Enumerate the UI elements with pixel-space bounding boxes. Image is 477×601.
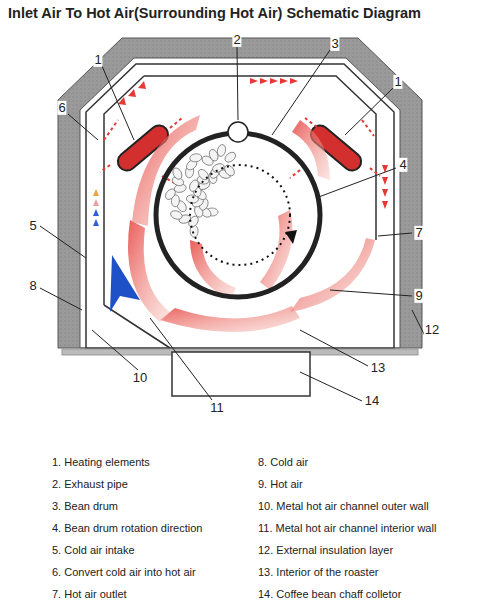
parts-list-item: 1. Heating elements <box>52 456 150 468</box>
diagram-title: Inlet Air To Hot Air(Surrounding Hot Air… <box>8 5 421 21</box>
callout-number: 1 <box>393 75 402 89</box>
parts-list-item: 9. Hot air <box>258 478 303 490</box>
parts-list-item: 6. Convert cold air into hot air <box>52 566 196 578</box>
callout-number: 6 <box>57 101 66 115</box>
callout-number: 7 <box>414 226 423 240</box>
coffee-bean <box>216 144 227 158</box>
parts-list-item: 12. External insulation layer <box>258 544 393 556</box>
coffee-bean <box>171 166 184 180</box>
parts-list-item: 8. Cold air <box>258 456 308 468</box>
callout-number: 14 <box>364 394 380 408</box>
callout-number: 11 <box>209 401 225 415</box>
coffee-bean <box>196 167 210 181</box>
callout-number: 12 <box>424 323 440 337</box>
callout-number: 3 <box>330 37 339 51</box>
callout-number: 10 <box>132 371 148 385</box>
callout-number: 4 <box>398 158 407 172</box>
coffee-bean <box>189 153 202 162</box>
parts-list-item: 11. Metal hot air channel interior wall <box>258 522 436 534</box>
callout-number: 9 <box>414 289 423 303</box>
parts-list-item: 4. Bean drum rotation direction <box>52 522 202 534</box>
callout-number: 2 <box>232 33 241 47</box>
parts-list-item: 13. Interior of the roaster <box>258 566 378 578</box>
coffee-bean <box>223 150 237 164</box>
callout-number: 13 <box>370 361 386 375</box>
callout-number: 8 <box>28 279 37 293</box>
parts-list-item: 7. Hot air outlet <box>52 588 127 600</box>
parts-list-item: 3. Bean drum <box>52 500 118 512</box>
callout-number: 1 <box>93 53 102 67</box>
parts-list-item: 2. Exhaust pipe <box>52 478 128 490</box>
parts-list-item: 5. Cold air intake <box>52 544 135 556</box>
parts-list-item: 10. Metal hot air channel outer wall <box>258 500 429 512</box>
callout-number: 5 <box>28 219 37 233</box>
parts-list-item: 14. Coffee bean chaff colletor <box>258 588 401 600</box>
